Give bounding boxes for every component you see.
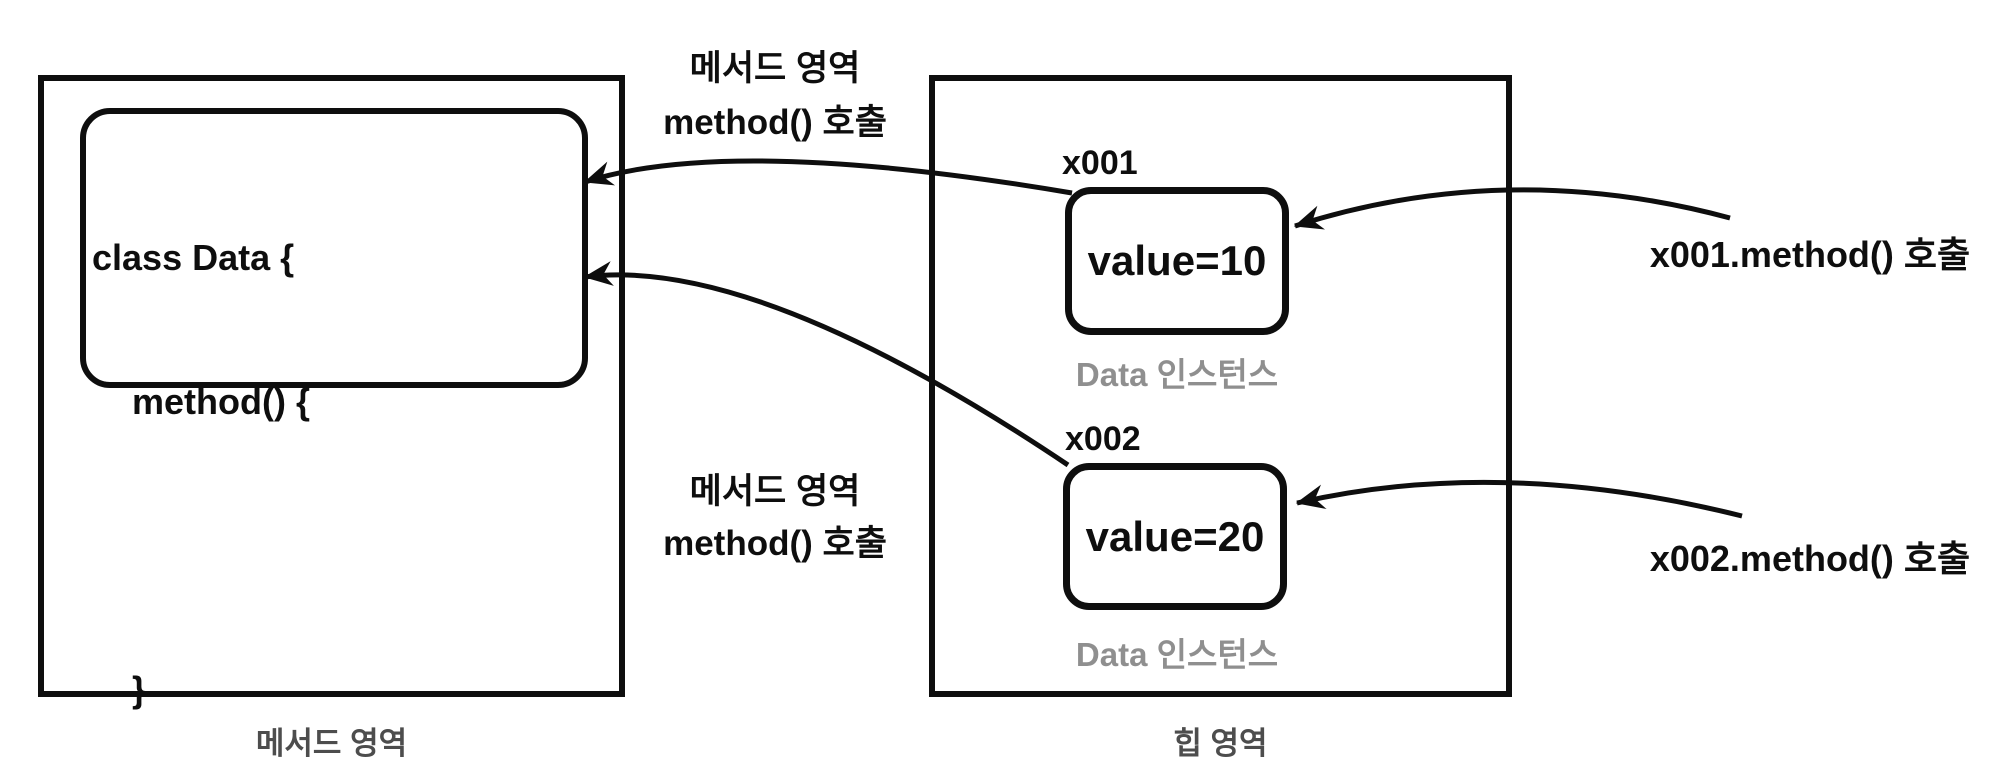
code-line: method() { — [92, 381, 310, 422]
x001-instance-box: value=10 — [1065, 187, 1289, 335]
class-data-code: class Data { method() { } } — [92, 138, 310, 772]
middle-method-call-line1: 메서드 영역 — [689, 472, 861, 511]
code-line — [92, 522, 310, 570]
code-line: class Data { — [92, 237, 295, 278]
top-method-call-label: 메서드 영역 method() 호출 — [575, 42, 975, 150]
heap-area-label: 힙 영역 — [1173, 726, 1268, 761]
x002-instance-box: value=20 — [1063, 463, 1287, 610]
class-data-box — [80, 108, 588, 388]
method-area-label: 메서드 영역 — [255, 726, 408, 761]
x002-value-text: value=20 — [1085, 512, 1265, 560]
x002-instance-caption: Data 인스턴스 — [1075, 636, 1279, 673]
x001-reference-label: x001 — [1062, 144, 1138, 182]
x001-value-text: value=10 — [1087, 237, 1267, 284]
top-method-call-line2: method() 호출 — [663, 103, 887, 142]
middle-method-call-label: 메서드 영역 method() 호출 — [575, 466, 975, 570]
top-method-call-line1: 메서드 영역 — [689, 49, 861, 88]
x001-instance-caption: Data 인스턴스 — [1075, 356, 1279, 393]
code-line: } — [92, 669, 147, 710]
x001-method-call-label: x001.method() 호출 — [1649, 234, 1971, 275]
x002-method-call-label: x002.method() 호출 — [1649, 538, 1971, 579]
middle-method-call-line2: method() 호출 — [663, 524, 887, 563]
x002-reference-label: x002 — [1065, 420, 1141, 458]
